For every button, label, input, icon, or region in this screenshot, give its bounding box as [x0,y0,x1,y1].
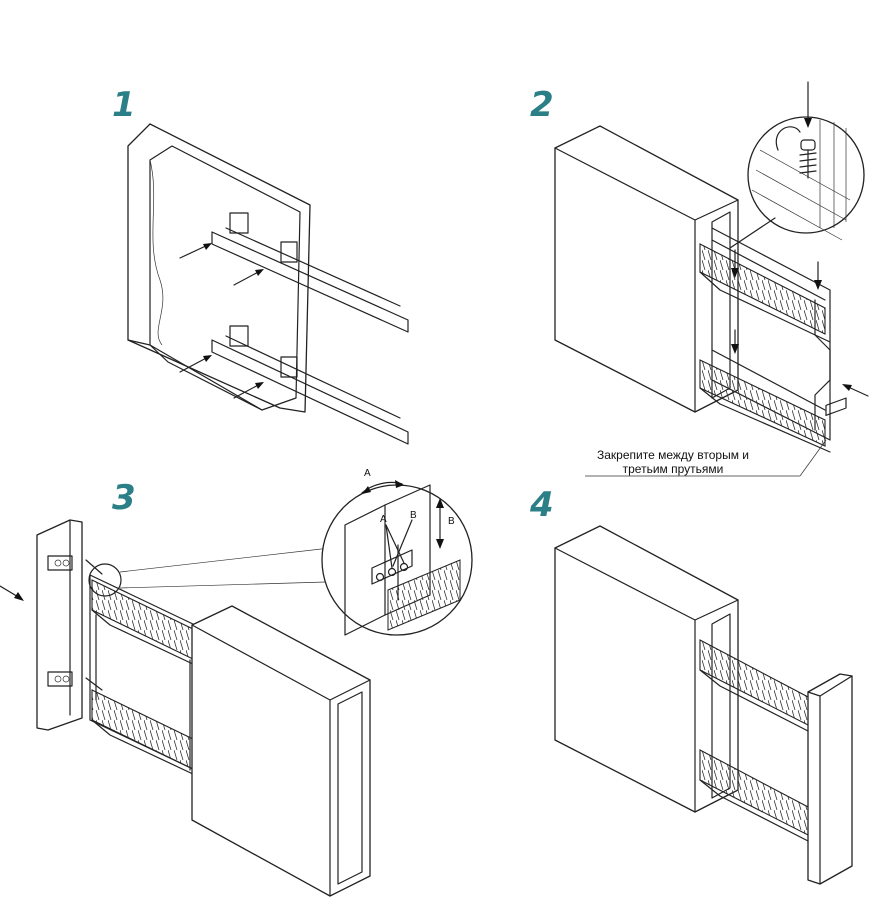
step3-label-a-top: A [364,468,371,479]
step1-bottom-runner [211,325,409,445]
step3-detail-circle [119,480,473,636]
step2-note-line2: третьим прутьями [622,462,724,476]
step2-note: Закрепите между вторым и третьим прутьям… [578,448,768,476]
step3-cabinet [191,605,371,897]
step3-label-b-side: B [448,516,455,527]
step-number-4: 4 [530,485,554,525]
step2-top-basket [699,243,831,343]
step1-arrows [179,243,264,399]
step3-facade-panel [0,519,83,731]
step1-cabinet [127,123,311,413]
step-number-2: 2 [530,85,554,125]
step-number-1: 1 [112,85,136,125]
step3-label-a-inner: A [380,514,387,525]
step2-bottom-basket [699,359,831,453]
step1-top-runner [211,212,409,333]
step2-note-line1: Закрепите между вторым и [597,448,749,462]
step2-arrows [585,249,869,477]
step2-detail-circle [729,81,865,249]
step3-label-b-inner: B [410,510,417,521]
step-number-3: 3 [112,478,136,518]
step2-basket-frame [711,227,831,441]
step4-facade [807,397,853,885]
step3-basket [88,563,196,776]
step3-arrows [85,559,103,691]
